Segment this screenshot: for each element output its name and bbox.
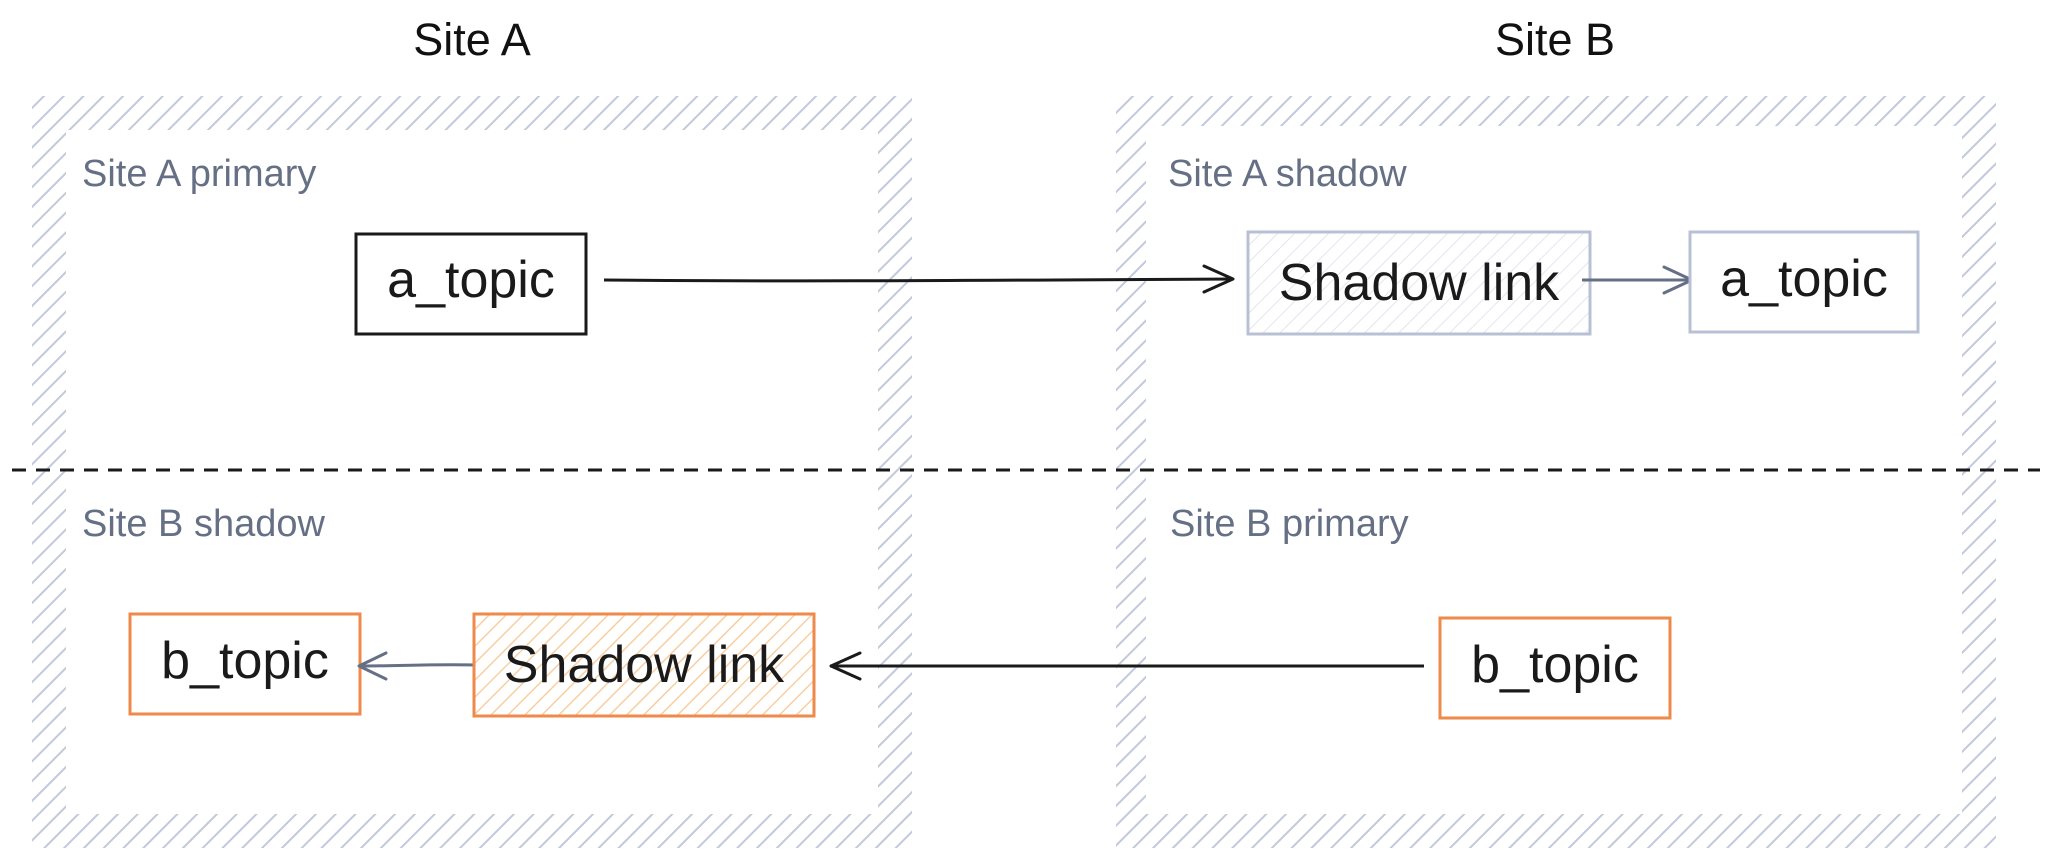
zone-label-site-b-shadow: Site B shadow	[82, 503, 325, 545]
node-b-topic-shadow-label: b_topic	[161, 632, 329, 690]
site-a-title: Site A	[413, 14, 531, 65]
node-b-topic-shadow: b_topic	[128, 612, 362, 716]
zone-label-site-b-primary: Site B primary	[1170, 503, 1409, 545]
arrow-b-shadow-link-to-topic	[357, 651, 475, 681]
node-a-topic-primary-label: a_topic	[387, 251, 555, 309]
node-a-shadow-link-label: Shadow link	[1279, 254, 1560, 312]
zone-label-site-a-primary: Site A primary	[82, 153, 316, 195]
node-a-topic-shadow: a_topic	[1688, 230, 1920, 334]
site-b-frame	[1116, 96, 1996, 848]
arrow-b-primary-to-shadow-link	[829, 651, 1425, 681]
node-a-topic-shadow-label: a_topic	[1720, 250, 1888, 308]
site-b-title: Site B	[1495, 14, 1615, 65]
zone-label-site-a-shadow: Site A shadow	[1168, 153, 1407, 195]
node-b-topic-primary-label: b_topic	[1471, 636, 1639, 694]
arrow-a-primary-to-shadow-link	[603, 264, 1235, 294]
node-a-shadow-link: Shadow link	[1246, 230, 1592, 336]
site-a-frame	[32, 96, 912, 848]
node-b-shadow-link-label: Shadow link	[504, 636, 785, 694]
arrow-a-shadow-link-to-topic	[1582, 265, 1694, 295]
node-b-topic-primary: b_topic	[1438, 616, 1672, 720]
node-b-shadow-link: Shadow link	[472, 612, 816, 718]
node-a-topic-primary: a_topic	[354, 232, 588, 336]
